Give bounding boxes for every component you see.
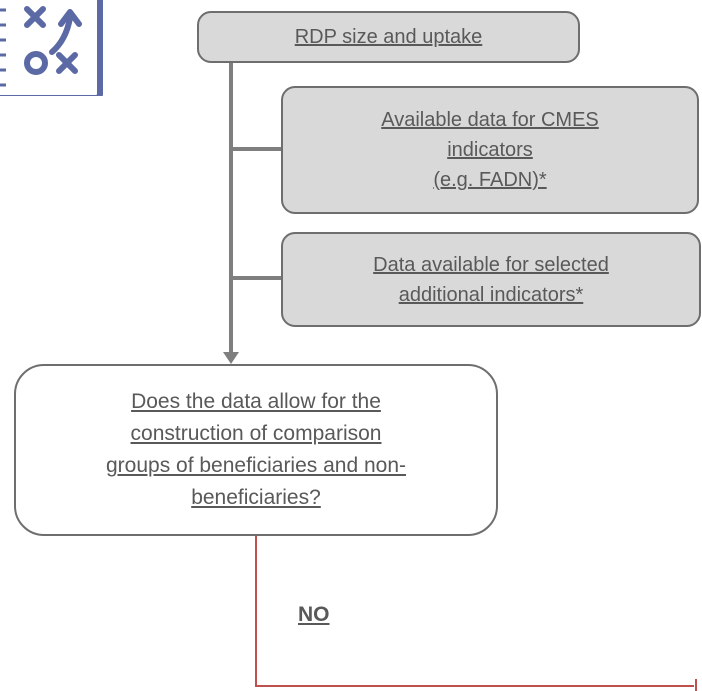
- cmes-data-line: indicators: [447, 139, 533, 161]
- cmes-data-line: Available data for CMES: [381, 109, 599, 131]
- rdp-size-node: RDP size and uptake: [197, 11, 580, 63]
- question-line: construction of comparison: [130, 422, 382, 445]
- question-line: beneficiaries?: [191, 486, 321, 509]
- no-connector: [255, 536, 694, 687]
- question-line: groups of beneficiaries and non-: [105, 454, 407, 477]
- cmes-data-node: Available data for CMES indicators (e.g.…: [281, 86, 699, 214]
- additional-data-node: Data available for selected additional i…: [281, 232, 701, 327]
- additional-data-line: additional indicators*: [398, 283, 584, 306]
- cmes-data-line: (e.g. FADN)*: [433, 169, 547, 191]
- strategy-playbook-icon: [0, 0, 103, 96]
- comparison-question-node: Does the data allow for the construction…: [14, 364, 498, 536]
- arrow-down-icon: [223, 352, 239, 364]
- additional-data-line: Data available for selected: [373, 253, 609, 276]
- question-line: Does the data allow for the: [131, 390, 381, 413]
- rdp-size-label: RDP size and uptake: [294, 25, 483, 48]
- no-branch-label: NO: [298, 603, 330, 626]
